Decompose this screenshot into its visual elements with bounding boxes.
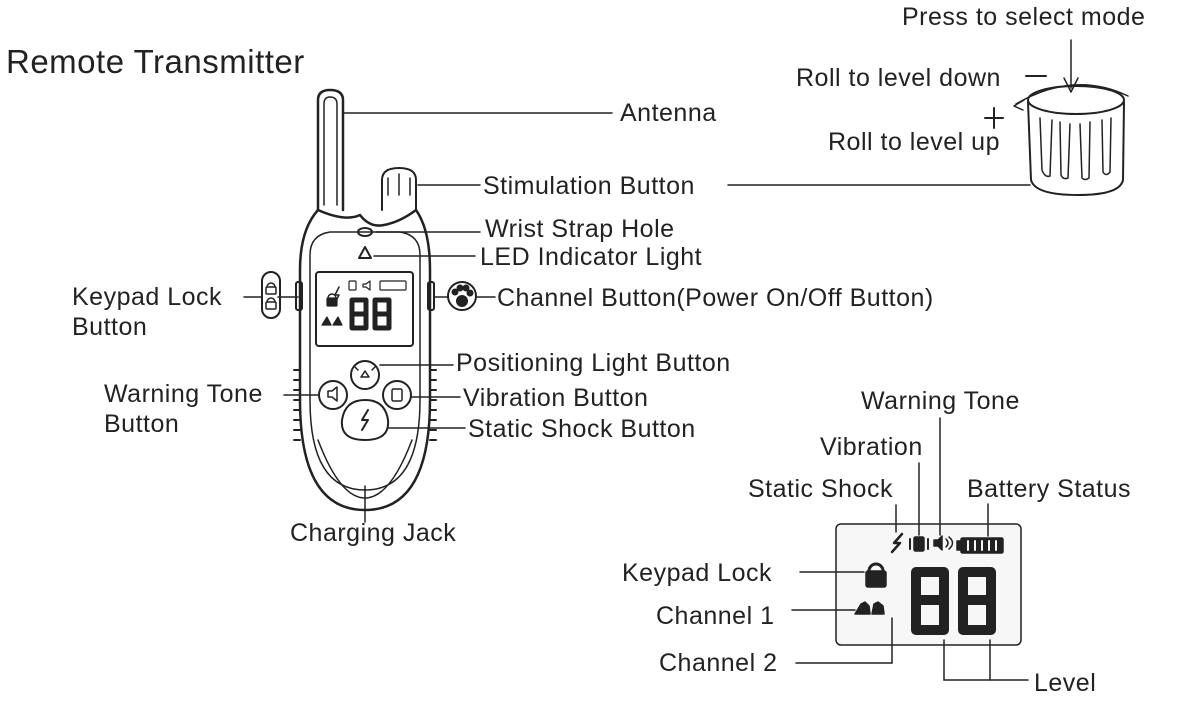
lcd-leader-lines <box>791 417 1029 681</box>
label-keypad-lock-button-line1: Keypad Lock <box>72 283 223 311</box>
lock-icon <box>261 271 281 319</box>
remote-screen <box>315 271 414 347</box>
label-channel-2: Channel 2 <box>659 649 778 677</box>
label-vibration-button: Vibration Button <box>463 384 649 412</box>
label-keypad-lock: Keypad Lock <box>622 559 773 587</box>
dog-icon <box>854 601 885 615</box>
speaker-icon <box>933 535 954 551</box>
page-title: Remote Transmitter <box>6 43 305 80</box>
vibration-icon <box>909 536 929 552</box>
paw-icon <box>447 281 477 311</box>
label-battery-status: Battery Status <box>967 475 1132 503</box>
static-shock-button <box>340 399 390 441</box>
label-static-shock-button: Static Shock Button <box>468 415 696 443</box>
label-static-shock: Static Shock <box>748 475 893 503</box>
label-keypad-lock-button-line2: Button <box>72 313 148 341</box>
stimulation-knob <box>381 167 417 211</box>
remote-screen-content <box>321 280 407 326</box>
label-wrist-strap-hole: Wrist Strap Hole <box>485 215 675 243</box>
lcd-digits <box>911 567 996 635</box>
led-indicator <box>358 246 372 259</box>
positioning-light-button <box>350 360 380 390</box>
leader-lines <box>243 112 1031 429</box>
label-warning-tone-button-line1: Warning Tone <box>104 380 263 408</box>
lightning-icon <box>890 532 904 554</box>
label-channel-1: Channel 1 <box>656 602 775 630</box>
label-led-indicator: LED Indicator Light <box>480 243 703 271</box>
wrist-strap-hole <box>357 227 373 237</box>
lock-icon-display <box>865 562 887 588</box>
label-channel-button: Channel Button(Power On/Off Button) <box>497 284 934 312</box>
battery-icon <box>956 537 1004 554</box>
label-positioning-light-button: Positioning Light Button <box>456 349 731 377</box>
vibration-button <box>382 380 412 410</box>
label-level: Level <box>1034 669 1097 697</box>
label-stimulation-button: Stimulation Button <box>483 172 695 200</box>
label-press-select-mode: Press to select mode <box>902 3 1146 31</box>
remote-body <box>293 88 437 523</box>
label-roll-level-up: Roll to level up <box>828 128 1000 156</box>
thumbwheel <box>984 39 1129 196</box>
label-warning-tone-button-line2: Button <box>104 410 180 438</box>
label-vibration: Vibration <box>820 433 923 461</box>
antenna <box>316 88 345 212</box>
lcd-display <box>835 523 1022 646</box>
label-roll-level-down: Roll to level down <box>796 64 1001 92</box>
label-antenna: Antenna <box>620 99 717 127</box>
label-charging-jack: Charging Jack <box>290 519 457 547</box>
remote-screen-digits <box>349 297 392 331</box>
label-warning-tone: Warning Tone <box>861 387 1020 415</box>
warning-tone-button <box>318 380 348 410</box>
